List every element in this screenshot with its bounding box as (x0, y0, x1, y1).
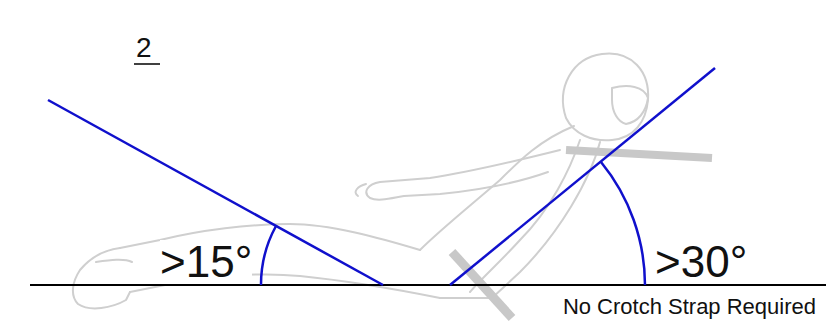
figure-number: 2 (136, 34, 152, 62)
foot (73, 248, 130, 308)
leg-angle-arc (261, 226, 276, 285)
hand (356, 184, 366, 196)
driver-figure (73, 54, 648, 309)
angle-value: >30° (655, 240, 747, 284)
leg-angle-line (48, 100, 383, 285)
helmet (563, 54, 648, 141)
arm (366, 150, 560, 200)
ground-line (30, 284, 826, 286)
angle-value: >15° (160, 240, 252, 284)
shoe-line (96, 260, 132, 262)
shoulder-belt (566, 150, 712, 158)
note-text: No Crotch Strap Required (563, 296, 816, 318)
back (470, 140, 580, 292)
number-underline (134, 63, 160, 65)
helmet-visor (612, 86, 648, 124)
chest (420, 126, 574, 250)
back-angle-arc (601, 162, 645, 285)
